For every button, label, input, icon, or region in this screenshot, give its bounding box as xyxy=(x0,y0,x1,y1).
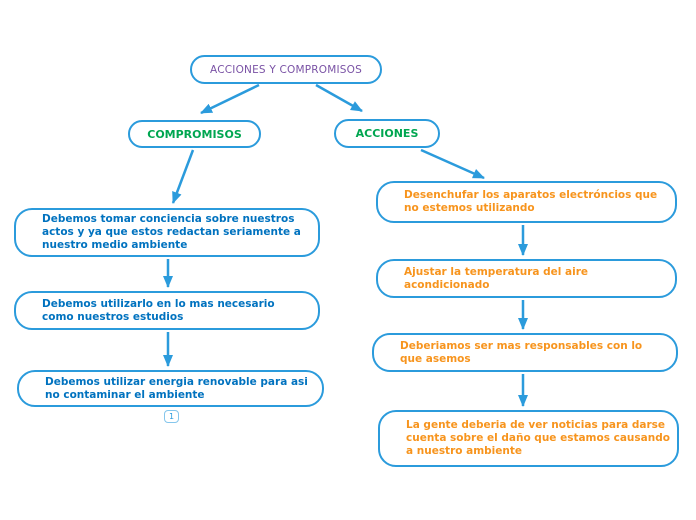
node-right-1[interactable]: Desenchufar los aparatos electróncios qu… xyxy=(376,181,677,223)
node-root[interactable]: ACCIONES Y COMPROMISOS xyxy=(190,55,382,84)
node-right-1-label: Desenchufar los aparatos electróncios qu… xyxy=(404,189,658,214)
node-right-2[interactable]: Ajustar la temperatura del aire acondici… xyxy=(376,259,677,298)
node-left-3[interactable]: Debemos utilizar energia renovable para … xyxy=(17,370,324,407)
node-left-3-count-badge[interactable]: 1 xyxy=(164,410,179,423)
node-compromisos[interactable]: COMPROMISOS xyxy=(128,120,261,148)
node-acciones-label: ACCIONES xyxy=(355,127,419,140)
node-left-1-label: Debemos tomar conciencia sobre nuestros … xyxy=(42,213,301,251)
node-right-3[interactable]: Deberiamos ser mas responsables con lo q… xyxy=(372,333,678,372)
node-acciones[interactable]: ACCIONES xyxy=(334,119,440,148)
node-right-2-label: Ajustar la temperatura del aire acondici… xyxy=(404,265,589,291)
node-right-4-label: La gente deberia de ver noticias para da… xyxy=(406,419,670,457)
connector-root-compromisos xyxy=(200,83,260,115)
node-root-label: ACCIONES Y COMPROMISOS xyxy=(210,63,362,76)
node-left-1[interactable]: Debemos tomar conciencia sobre nuestros … xyxy=(14,208,320,257)
connector-acciones-right1 xyxy=(420,148,485,180)
node-left-2-label: Debemos utilizarlo en lo mas necesario c… xyxy=(42,297,275,323)
node-left-2[interactable]: Debemos utilizarlo en lo mas necesario c… xyxy=(14,291,320,330)
connector-root-acciones xyxy=(315,83,363,113)
node-left-3-label: Debemos utilizar energia renovable para … xyxy=(45,375,308,401)
node-right-3-label: Deberiamos ser mas responsables con lo q… xyxy=(400,339,643,365)
node-right-4[interactable]: La gente deberia de ver noticias para da… xyxy=(378,410,679,467)
connector-compromisos-left1 xyxy=(171,149,195,204)
node-compromisos-label: COMPROMISOS xyxy=(147,127,242,141)
